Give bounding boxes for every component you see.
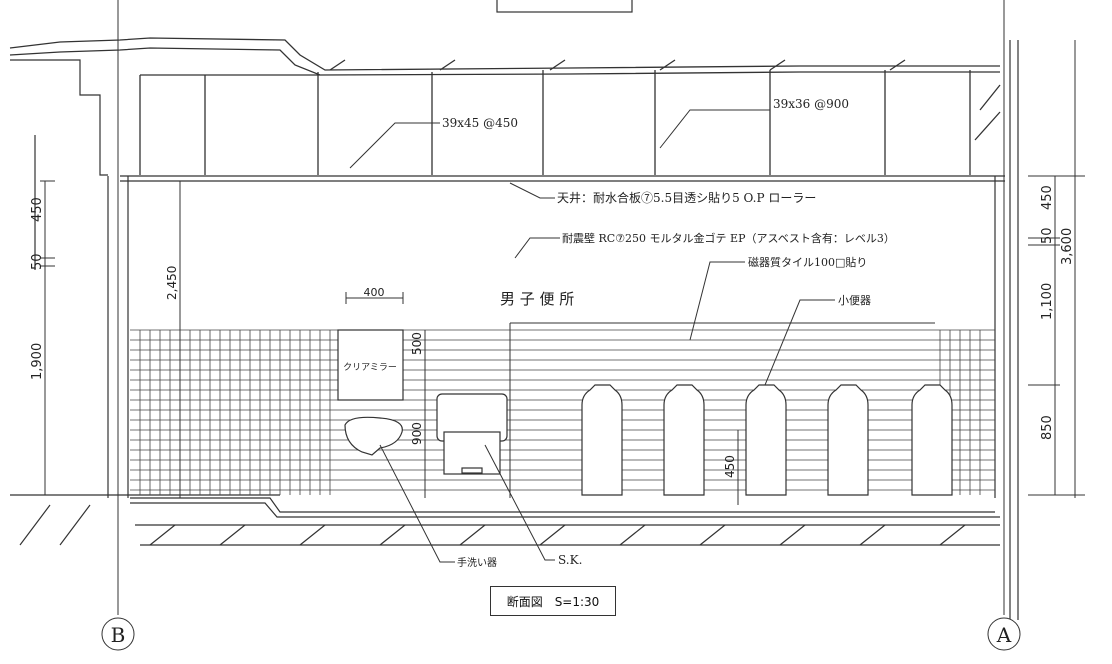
dim-tile-height: 1,900 [30,343,45,380]
room-name: 男 子 便 所 [500,290,574,308]
dim-right-1100: 1,100 [1040,283,1055,320]
dim-right-850: 850 [1040,415,1055,440]
drawing-title-box: 断面図 S=1:30 [490,586,616,616]
dim-left-top-450: 450 [30,197,45,222]
top-title-box [496,0,633,13]
note-wall: 耐震壁 RC⑦250 モルタル金ゴテ EP（アスベスト含有：レベル3） [562,231,895,245]
grid-label-b: B [111,623,126,647]
dim-room-height: 2,450 [165,266,179,300]
note-mirror: クリアミラー [343,362,397,373]
dim-left-50: 50 [30,253,45,270]
urinals [581,384,953,496]
dim-mirror-width: 400 [364,286,385,299]
dim-sink-height: 900 [410,422,424,445]
note-ceiling: 天井：耐水合板⑦5.5目透シ貼り5 O.P ローラー [557,190,816,205]
note-joist-b: 39x36 @900 [773,97,849,111]
upper-structure [9,37,1001,175]
note-tile: 磁器質タイル100□貼り [748,255,867,269]
dim-right-450: 450 [1040,185,1055,210]
dim-right-total: 3,600 [1060,228,1075,265]
dimension-lines [40,40,1085,505]
dim-mirror-height: 500 [410,332,424,355]
walls [10,40,1019,620]
note-urinal: 小便器 [838,294,871,307]
leader-lines [349,109,935,563]
note-handwash: 手洗い器 [457,556,497,569]
tile-pattern [130,329,995,495]
dim-urinal-height: 450 [723,455,737,478]
ceiling [120,175,1005,182]
handwash-basin [344,416,403,456]
note-joist-a: 39x45 @450 [442,116,518,130]
grid-label-a: A [996,623,1012,647]
mirror [337,329,404,401]
grid-bubbles [101,617,1021,651]
dim-right-50: 50 [1040,227,1055,244]
note-sink: S.K. [558,553,582,567]
service-sink [436,393,508,475]
